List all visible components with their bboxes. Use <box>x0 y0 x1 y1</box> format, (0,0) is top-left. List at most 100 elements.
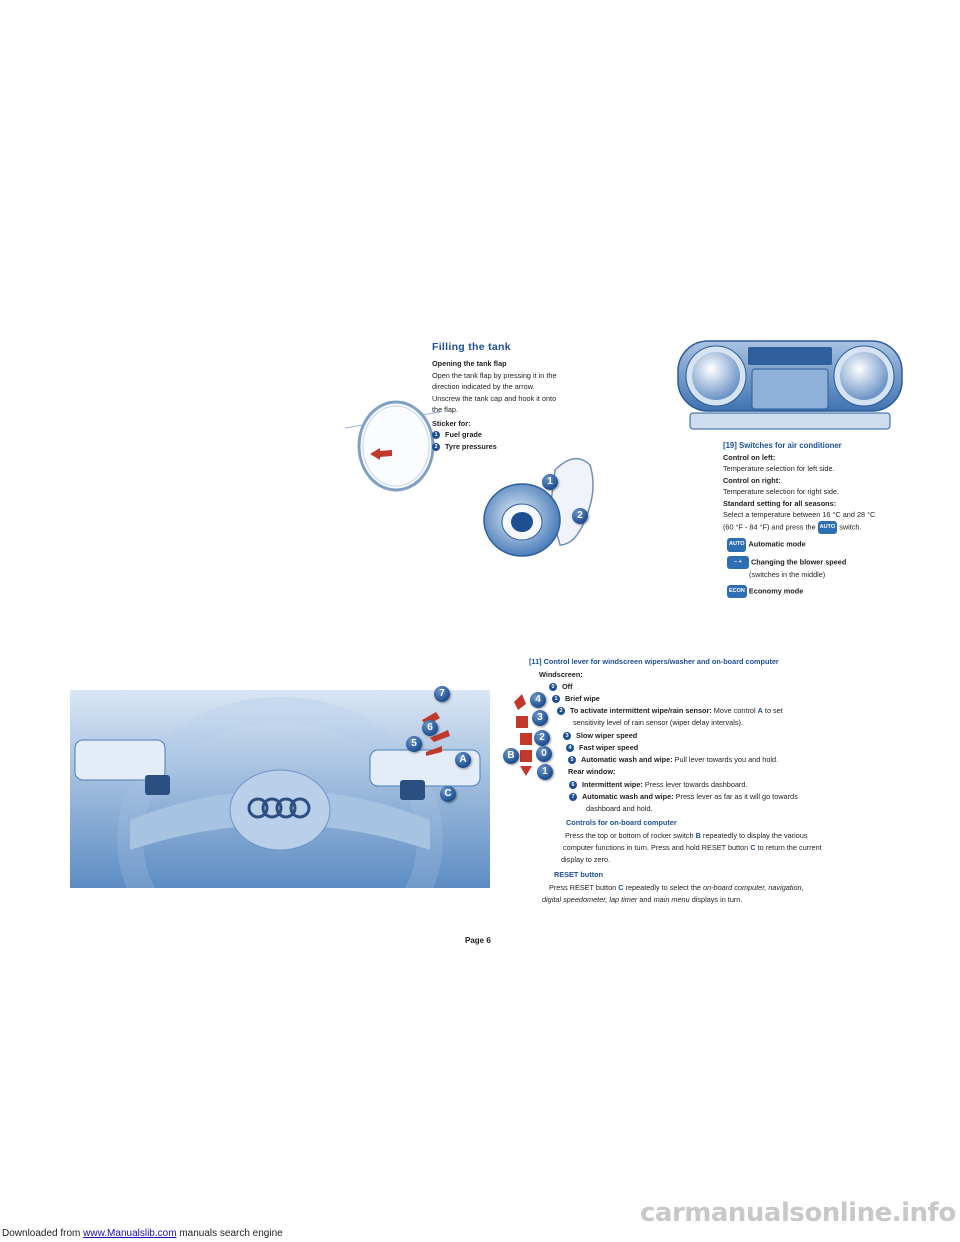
page-number: Page 6 <box>465 936 491 945</box>
ac-section: [19] Switches for air conditioner Contro… <box>723 440 943 598</box>
tank-title: Filling the tank <box>432 341 511 353</box>
wiper-item-text-5: Pull lever towards you and hold. <box>672 755 779 764</box>
econ-chip: ECON <box>727 584 747 598</box>
ac-mode-blower-sub: (switches in the middle) <box>749 570 826 579</box>
obc-heading: Controls for on-board computer <box>566 818 677 827</box>
wiper-callout-c: C <box>440 786 456 802</box>
reset-line-1: Press RESET button C repeatedly to selec… <box>549 883 804 893</box>
tank-item-1: 1 Fuel grade <box>432 429 632 441</box>
climate-panel-drawing <box>677 340 903 430</box>
wiper-badge-1: 1 <box>552 695 560 704</box>
ac-heading: [19] Switches for air conditioner <box>723 441 842 450</box>
ac-standard-line2: (60 °F - 84 °F) and press the AUTO switc… <box>723 520 943 534</box>
ac-left-heading: Control on left: <box>723 452 776 462</box>
obc-line2a: computer functions in turn. Press and ho… <box>563 843 751 852</box>
wiper-item-cont-2: sensitivity level of rain sensor (wiper … <box>573 718 743 727</box>
wiper-callout-a: A <box>455 752 471 768</box>
reset-line1b: repeatedly to select the <box>623 883 704 892</box>
ac-mode-blower: – + Changing the blower speed <box>723 555 943 569</box>
wipers-rear-label: Rear window: <box>568 767 616 776</box>
ac-left-text: Temperature selection for left side. <box>723 464 835 473</box>
header-prefix: Downloaded from <box>2 1228 84 1239</box>
tank-badge-1: 1 <box>432 431 440 440</box>
wiper-badge-7: 7 <box>569 793 577 802</box>
obc-line2b: to return the current <box>755 843 822 852</box>
tank-opening-line-4: the flap. <box>432 405 458 414</box>
wiper-badge-0: 0 <box>549 683 557 692</box>
ac-mode-econ: ECON Economy mode <box>723 584 943 598</box>
reset-line2a: digital speedometer, lap timer <box>542 895 638 904</box>
tank-callout-2: 2 <box>572 508 588 524</box>
ac-mode-econ-label: Economy mode <box>748 586 804 596</box>
lever-callout-4: 4 <box>530 692 546 708</box>
manualslib-link[interactable]: www.Manualslib.com <box>83 1228 177 1239</box>
fuel-filler-illustration: 1 2 <box>480 450 600 560</box>
wiper-item-text-6: Press lever towards dashboard. <box>642 780 748 789</box>
tank-instructions: Opening the tank flap Open the tank flap… <box>432 358 632 452</box>
lever-position-stack: 4 3 2 0 B 1 <box>500 690 560 780</box>
download-header: Downloaded from www.Manualslib.com manua… <box>2 1228 283 1239</box>
reset-line-2: digital speedometer, lap timer and main … <box>542 895 742 905</box>
lever-callout-0: 0 <box>536 746 552 762</box>
ac-mode-blower-label: Changing the blower speed <box>751 557 847 567</box>
blower-chip: – + <box>727 555 749 569</box>
wipers-heading: [11] Control lever for windscreen wipers… <box>529 657 779 666</box>
wiper-badge-3: 3 <box>563 732 571 741</box>
auto-chip-inline: AUTO <box>817 520 838 534</box>
wiper-item-1: 1 Brief wipe <box>552 694 600 704</box>
ac-standard-line1: Select a temperature between 16 °C and 2… <box>723 510 876 519</box>
wiper-item-label-0: Off <box>562 682 573 691</box>
lever-callout-b: B <box>503 748 519 764</box>
wiper-item-0: 0 Off <box>549 682 573 692</box>
lever-callout-3: 3 <box>532 710 548 726</box>
climate-panel-illustration <box>676 339 904 437</box>
footer-watermark: carmanualsonline.info <box>640 1198 956 1228</box>
ac-mode-auto-label: Automatic mode <box>748 539 806 549</box>
wiper-badge-5: 5 <box>568 756 576 765</box>
obc-key-c: C <box>750 843 756 852</box>
obc-line-3: display to zero. <box>561 855 611 864</box>
tank-item-label-2: Tyre pressures <box>445 441 497 451</box>
obc-key-b: B <box>695 831 701 840</box>
tank-opening-heading: Opening the tank flap <box>432 359 507 368</box>
ac-standard-line2b: switch. <box>839 522 862 532</box>
tank-opening-line-2: direction indicated by the arrow. <box>432 382 535 391</box>
wiper-item-label-7: Automatic wash and wipe: <box>582 792 674 801</box>
tank-opening-line-3: Unscrew the tank cap and hook it onto <box>432 393 557 403</box>
tank-flap-drawing <box>344 400 441 492</box>
tank-opening-line-1: Open the tank flap by pressing it in the <box>432 370 557 380</box>
reset-line1a: Press RESET button <box>549 883 619 892</box>
tank-item-label-1: Fuel grade <box>445 430 482 439</box>
wiper-item-cont-7: dashboard and hold. <box>586 804 653 813</box>
wiper-badge-2: 2 <box>557 707 565 716</box>
fuel-filler-drawing <box>483 457 594 557</box>
wiper-item-label-1: Brief wipe <box>565 694 600 703</box>
wiper-key-a: A <box>757 706 763 715</box>
reset-line2b: and <box>637 895 654 904</box>
obc-line1b: repeatedly to display the various <box>700 831 808 840</box>
ac-standard-heading: Standard setting for all seasons: <box>723 498 837 508</box>
wiper-item-label-6: Intermittent wipe: <box>582 780 643 789</box>
auto-chip: AUTO <box>727 538 747 552</box>
reset-key-c: C <box>618 883 624 892</box>
wiper-badge-4: 4 <box>566 744 574 753</box>
tank-item-2: 2 Tyre pressures <box>432 441 632 453</box>
header-suffix: manuals search engine <box>176 1228 283 1239</box>
wiper-callout-7: 7 <box>434 686 450 702</box>
steering-wheel-drawing <box>70 690 490 983</box>
reset-line2c: main menu <box>653 895 690 904</box>
tank-flap-illustration <box>340 390 441 500</box>
tank-badge-2: 2 <box>432 442 440 451</box>
reset-line2d: displays in turn. <box>689 895 743 904</box>
ac-right-text: Temperature selection for right side. <box>723 487 839 496</box>
ac-mode-auto: AUTO Automatic mode <box>723 538 943 552</box>
wiper-item-text2-2: to set <box>762 706 783 715</box>
tank-sticker-heading: Sticker for: <box>432 418 471 428</box>
reset-line1c: on-board computer, navigation, <box>703 883 804 892</box>
